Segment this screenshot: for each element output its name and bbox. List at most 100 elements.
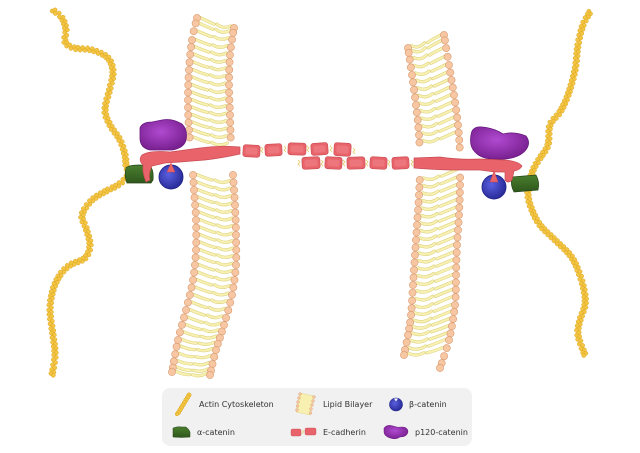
lipid-head <box>410 266 418 274</box>
lipid-head <box>446 68 455 77</box>
lipid-tail-fill <box>198 240 216 249</box>
lipid-tail-fill <box>438 213 457 223</box>
lipid-head <box>452 271 460 279</box>
legend-label: α-catenin <box>197 427 235 437</box>
lipid-head <box>185 291 194 299</box>
p120-catenin-right <box>470 126 529 160</box>
lipid-tail-fill <box>216 253 234 259</box>
e-cadherin-icon <box>290 427 317 437</box>
lipid-tail-fill <box>433 303 453 313</box>
lipid-head <box>456 181 464 189</box>
legend-item-ecadherin: E-cadherin <box>290 426 366 438</box>
lipid-head <box>232 246 241 254</box>
lipid-head <box>415 183 424 192</box>
lipid-tail-fill <box>209 111 228 116</box>
lipid-head <box>191 19 200 28</box>
lipid-tail-fill <box>416 265 435 271</box>
lipid-head <box>407 63 415 72</box>
calcium-linker <box>387 159 391 167</box>
lipid-tail-fill <box>180 338 198 345</box>
lipid-head <box>231 268 240 277</box>
lipid-head <box>210 352 219 361</box>
lipid-head <box>411 93 419 102</box>
lipid-tail-fill <box>419 227 438 233</box>
lipid-tail-fill <box>215 23 232 29</box>
lipid-tail-fill <box>188 308 206 317</box>
lipid-tail-fill <box>413 310 433 316</box>
lipid-head <box>410 85 418 94</box>
legend-label: Lipid Bilayer <box>323 399 373 409</box>
lipid-head <box>454 128 463 137</box>
alpha-catenin-icon <box>172 426 191 438</box>
lipid-tail-fill <box>410 41 426 49</box>
e-cadherin-domain <box>369 156 388 170</box>
lipid-head <box>408 71 416 79</box>
lipid-head <box>231 223 240 232</box>
beta-catenin-binding-site-left <box>166 162 176 173</box>
lipid-tail-fill <box>431 317 451 327</box>
actin-cytoskeleton-group <box>46 7 593 378</box>
lipid-head <box>412 236 420 244</box>
lipid-head <box>225 81 233 89</box>
lipid-tail-fill <box>196 29 213 38</box>
calcium-linker <box>283 145 287 153</box>
lipid-tail-fill <box>418 100 435 106</box>
lipid-head <box>229 178 238 187</box>
lipid-head <box>187 283 196 292</box>
lipid-head <box>178 320 186 329</box>
lipid-tail-fill <box>418 242 437 248</box>
lipid-head <box>232 261 240 269</box>
e-cadherin-domain <box>301 156 321 170</box>
lipid-tail-fill <box>440 168 458 178</box>
lipid-tail-fill <box>195 278 213 287</box>
lipid-head <box>189 171 197 179</box>
legend-label: E-cadherin <box>323 427 366 437</box>
lipid-tail-fill <box>417 250 436 256</box>
lipid-tail-fill <box>410 46 427 53</box>
lipid-tail-fill <box>434 288 453 298</box>
lipid-head <box>454 121 462 129</box>
lipid-tail-fill <box>216 231 234 236</box>
lipid-head <box>451 293 460 302</box>
lipid-head <box>180 313 188 322</box>
lipid-tail-fill <box>430 63 447 73</box>
lipid-head <box>412 228 421 237</box>
lipid-tail-fill <box>195 173 213 182</box>
lipid-tail-fill <box>198 225 216 234</box>
lipid-head <box>222 313 230 322</box>
lipid-tail-fill <box>191 68 209 77</box>
beta-catenin-binding-site-right <box>489 170 499 183</box>
lipid-tail-fill <box>190 90 209 99</box>
lipid-head <box>408 288 417 297</box>
lipid-head <box>452 106 461 114</box>
lipid-tail-fill <box>420 115 437 121</box>
lipid-head <box>190 268 199 277</box>
lipid-bilayer-icon <box>295 392 316 416</box>
lipid-tail-fill <box>438 206 457 215</box>
lipid-head <box>412 108 421 117</box>
lipid-tail-fill <box>192 52 210 61</box>
lipid-tail-fill <box>415 77 432 83</box>
lipid-tail-fill <box>174 369 191 376</box>
e-cadherin-domain <box>242 144 261 158</box>
lipid-head <box>184 111 193 119</box>
lipid-head <box>225 96 234 104</box>
lipid-tail-fill <box>435 93 452 103</box>
lipid-head <box>415 176 424 184</box>
lipid-tail-fill <box>214 186 232 191</box>
lipid-head <box>453 113 462 122</box>
lipid-tail-fill <box>421 137 439 143</box>
lipid-tail-fill <box>407 345 427 351</box>
beta-catenin-icon <box>389 397 403 412</box>
lipid-tail-fill <box>436 101 453 110</box>
lipid-head <box>231 216 240 224</box>
catenin-complex-group <box>124 119 540 200</box>
lipid-tail-fill <box>213 35 230 41</box>
lipid-tail-fill <box>198 248 216 257</box>
lipid-tail-fill <box>213 178 231 184</box>
lipid-head <box>184 88 192 97</box>
lipid-head <box>451 301 459 309</box>
lipid-tail-fill <box>190 105 209 114</box>
lipid-tail-fill <box>216 238 234 244</box>
lipid-head <box>189 27 198 36</box>
